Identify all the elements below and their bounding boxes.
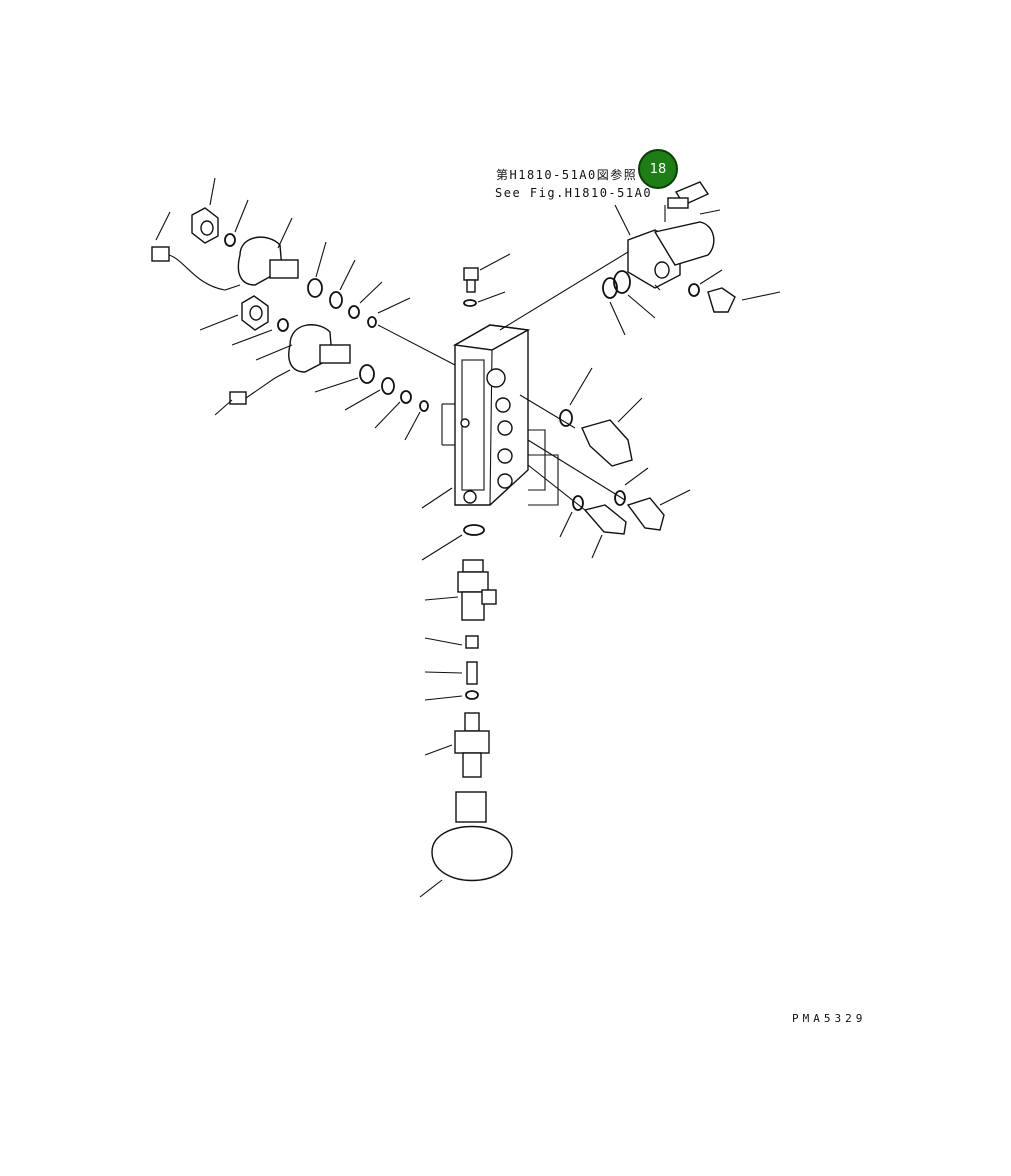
solenoid-lower bbox=[199, 295, 429, 441]
solenoid-upper bbox=[151, 177, 456, 366]
right-fittings bbox=[519, 367, 691, 559]
solenoid-right bbox=[499, 181, 781, 336]
reference-note-english: See Fig.H1810-51A0 bbox=[495, 186, 653, 200]
top-plug bbox=[463, 253, 511, 307]
bottom-stack bbox=[419, 487, 513, 898]
callout-badge[interactable]: 18 bbox=[638, 149, 678, 189]
reference-note-japanese: 第H1810-51A0図参照 bbox=[496, 168, 638, 182]
valve-body bbox=[441, 324, 559, 506]
drawing-code: PMA5329 bbox=[792, 1012, 867, 1025]
